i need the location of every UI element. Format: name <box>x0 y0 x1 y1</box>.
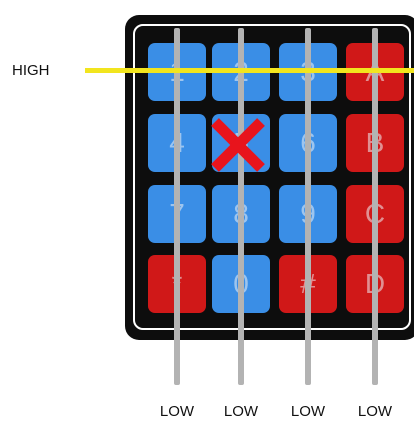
pressed-key-x-icon <box>211 118 265 172</box>
low-label-1: LOW <box>159 403 195 420</box>
column-wire-1 <box>174 28 180 385</box>
column-wire-2 <box>238 28 244 385</box>
low-label-2: LOW <box>223 403 259 420</box>
column-wire-4 <box>372 28 378 385</box>
keypad-border <box>133 24 411 330</box>
low-label-4: LOW <box>357 403 393 420</box>
high-label: HIGH <box>12 62 50 79</box>
column-wire-3 <box>305 28 311 385</box>
row-wire-high <box>85 68 414 73</box>
low-label-3: LOW <box>290 403 326 420</box>
